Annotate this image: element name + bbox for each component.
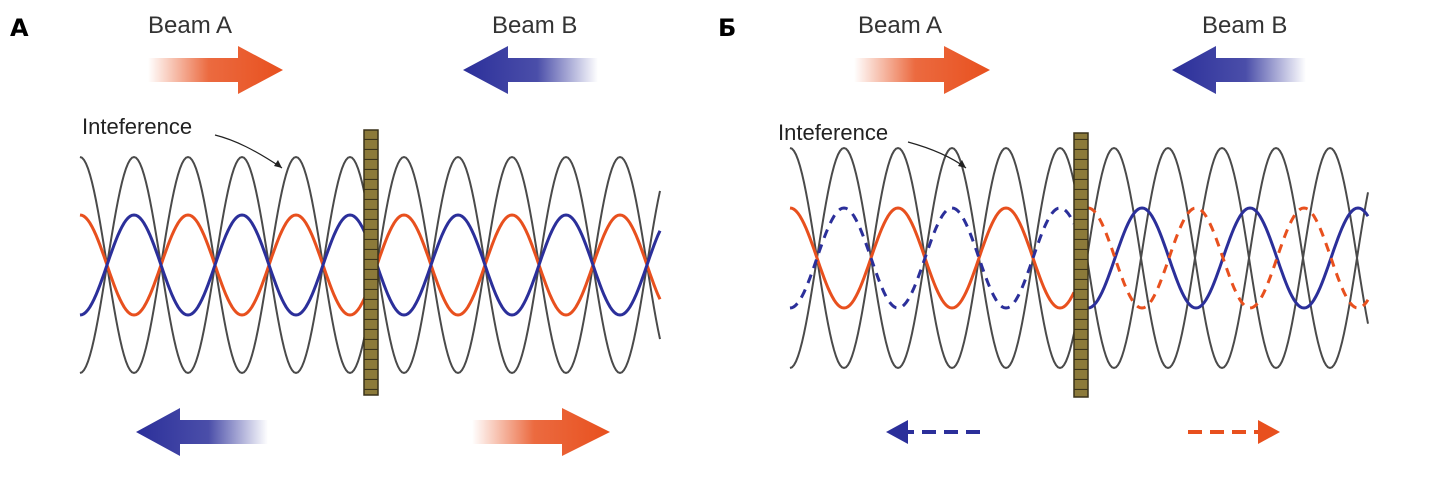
mirror	[1073, 132, 1089, 398]
reflected-a-arrow-icon	[472, 408, 610, 456]
beam-b-arrow-icon	[463, 46, 598, 94]
beam-a-wave	[789, 206, 1076, 310]
reflected-b-arrow-icon	[136, 408, 268, 456]
interference-label: Inteference	[82, 114, 193, 139]
beam-b-reflected-wave	[789, 206, 1076, 310]
panel-b: Б Beam A Beam B Inteference	[710, 0, 1410, 478]
beam-a-arrow-icon	[148, 46, 283, 94]
panel-a: A Beam A Beam B Inteference	[0, 0, 700, 478]
panel-letter: Б	[718, 14, 737, 42]
mirror	[363, 129, 379, 396]
panel-letter: A	[10, 14, 29, 42]
beam-b-arrow-icon	[1172, 46, 1306, 94]
beam-a-reflected-wave	[1087, 206, 1370, 310]
beam-a-arrow-icon	[854, 46, 990, 94]
pointer-head-icon	[274, 160, 282, 168]
interference-pointer-icon	[214, 134, 283, 169]
reflected-b-dashed-arrow-icon	[886, 420, 980, 444]
interference-label: Inteference	[778, 120, 889, 145]
beam-b-label: Beam B	[492, 12, 578, 39]
wave-diagram-b	[789, 46, 1370, 444]
beam-b-wave	[1087, 206, 1370, 310]
wave-diagram-a	[79, 46, 662, 456]
beam-b-label: Beam B	[1202, 12, 1288, 39]
reflected-a-dashed-arrow-icon	[1188, 420, 1280, 444]
beam-a-label: Beam A	[148, 12, 233, 39]
pointer-head-icon	[958, 160, 966, 168]
beam-a-label: Beam A	[858, 12, 943, 39]
